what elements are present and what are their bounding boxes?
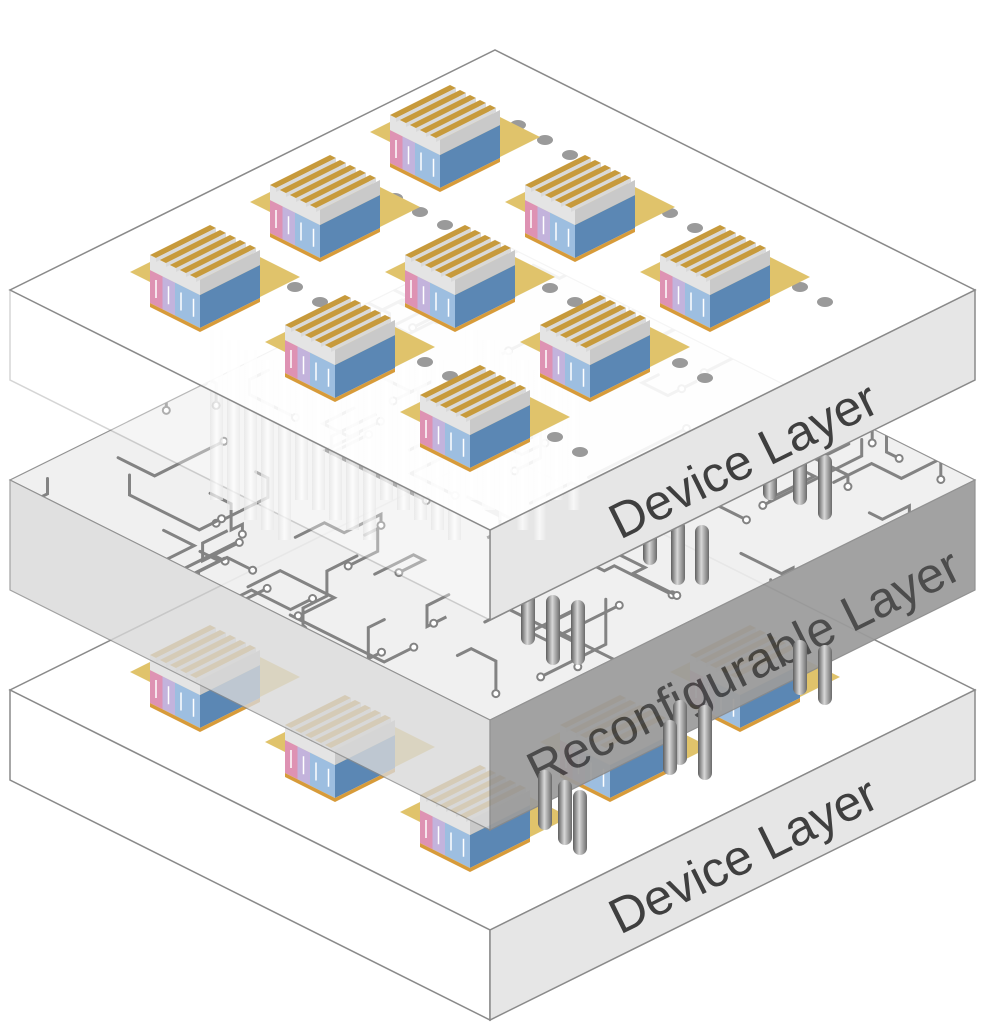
via-hole-icon — [542, 283, 558, 293]
via-hole-icon — [792, 282, 808, 292]
stacked-device-icon — [505, 155, 675, 262]
vertical-via-icon — [793, 640, 807, 695]
stacked-device-icon — [385, 225, 555, 332]
via-hole-icon — [312, 297, 328, 307]
via-hole-icon — [437, 220, 453, 230]
stacked-device-icon — [400, 365, 570, 472]
vertical-via-icon — [818, 455, 832, 520]
top-devices-group — [130, 85, 810, 472]
via-hole-icon — [672, 358, 688, 368]
vertical-via-icon — [698, 705, 712, 780]
via-hole-icon — [572, 447, 588, 457]
vertical-via-icon — [538, 770, 552, 830]
vertical-via-icon — [818, 645, 832, 705]
vertical-via-icon — [558, 780, 572, 845]
vertical-via-icon — [695, 525, 709, 585]
via-hole-icon — [547, 432, 563, 442]
vertical-via-icon — [663, 720, 677, 775]
vertical-via-icon — [671, 520, 685, 585]
stacked-device-icon — [520, 295, 690, 402]
vertical-via-icon — [546, 595, 560, 665]
via-hole-icon — [537, 135, 553, 145]
vertical-via-icon — [571, 600, 585, 665]
stacked-device-icon — [265, 295, 435, 402]
bottom-layer-side-face — [489, 688, 976, 1022]
stacked-device-icon — [640, 225, 810, 332]
via-hole-icon — [417, 357, 433, 367]
vias-lower-group — [538, 640, 832, 855]
via-hole-icon — [817, 297, 833, 307]
stacked-device-icon — [250, 155, 420, 262]
stacked-device-icon — [370, 85, 540, 192]
via-hole-icon — [562, 150, 578, 160]
vertical-via-icon — [573, 790, 587, 855]
reconfig-layer-side-face — [489, 479, 976, 831]
via-hole-icon — [567, 297, 583, 307]
via-hole-icon — [687, 223, 703, 233]
via-hole-icon — [412, 207, 428, 217]
via-hole-icon — [287, 282, 303, 292]
via-hole-icon — [697, 373, 713, 383]
stacked-device-icon — [130, 225, 300, 332]
